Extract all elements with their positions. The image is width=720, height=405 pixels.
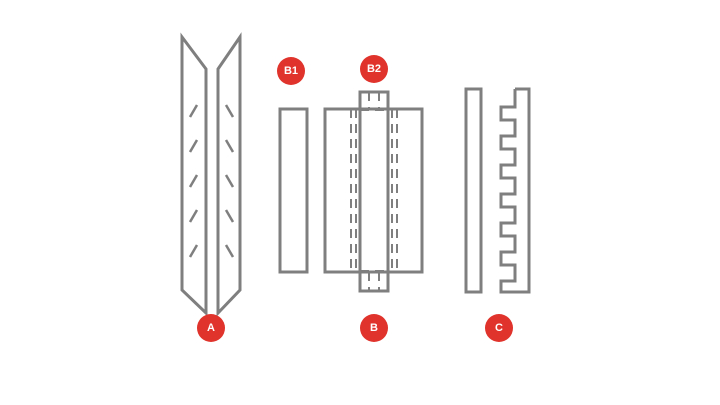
part-a-right-slots — [224, 104, 235, 258]
part-a — [180, 32, 242, 317]
label-badge-c: C — [485, 314, 513, 342]
part-b2-strip — [358, 90, 390, 293]
label-badge-b1: B1 — [277, 57, 305, 85]
part-b1-panel — [278, 107, 309, 274]
part-a-right-plate — [216, 32, 242, 317]
part-c — [464, 87, 531, 294]
part-b-hidden-lines — [350, 92, 398, 291]
label-badge-b: B — [360, 314, 388, 342]
part-a-left-slots — [188, 104, 199, 258]
part-a-left-plate — [180, 32, 208, 317]
part-b — [323, 90, 424, 293]
label-badge-b2: B2 — [360, 55, 388, 83]
part-c-plain-bar — [464, 87, 483, 294]
part-c-toothed-bar — [499, 87, 531, 294]
part-b-panel — [323, 107, 424, 274]
label-badge-a: A — [197, 314, 225, 342]
